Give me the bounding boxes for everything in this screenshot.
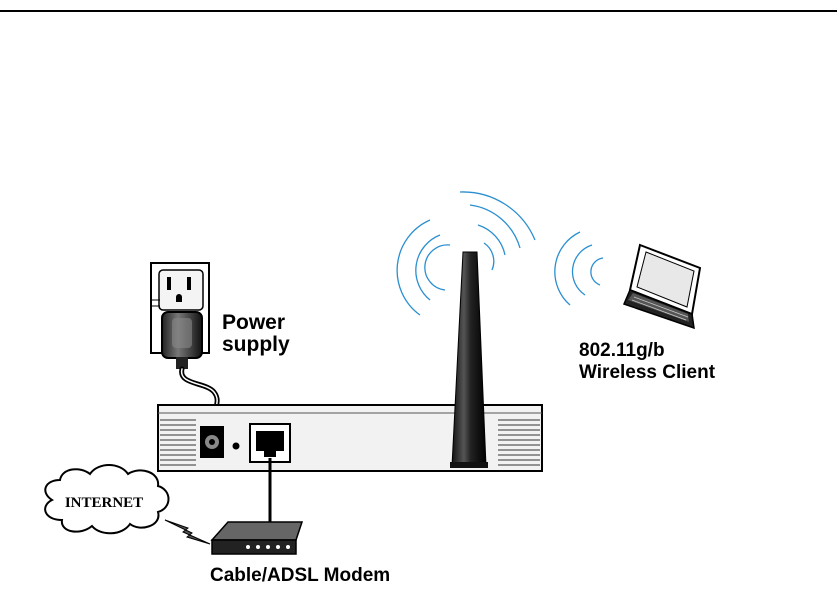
wireless-client-label: 802.11g/b Wireless Client	[579, 340, 715, 384]
power-supply-line2: supply	[222, 334, 290, 356]
modem-icon	[212, 522, 302, 554]
client-name-text: Wireless Client	[579, 362, 715, 384]
lightning-link-icon	[165, 520, 210, 544]
modem-label: Cable/ADSL Modem	[210, 565, 390, 587]
laptop-icon	[624, 245, 700, 328]
power-supply-line1: Power	[222, 312, 290, 334]
antenna-icon	[450, 252, 488, 468]
client-signal-icon	[555, 232, 603, 305]
client-standard-text: 802.11g/b	[579, 340, 715, 362]
power-supply-label: Power supply	[222, 312, 290, 356]
internet-cloud-icon: INTERNET	[45, 465, 168, 533]
internet-label: INTERNET	[65, 495, 143, 511]
